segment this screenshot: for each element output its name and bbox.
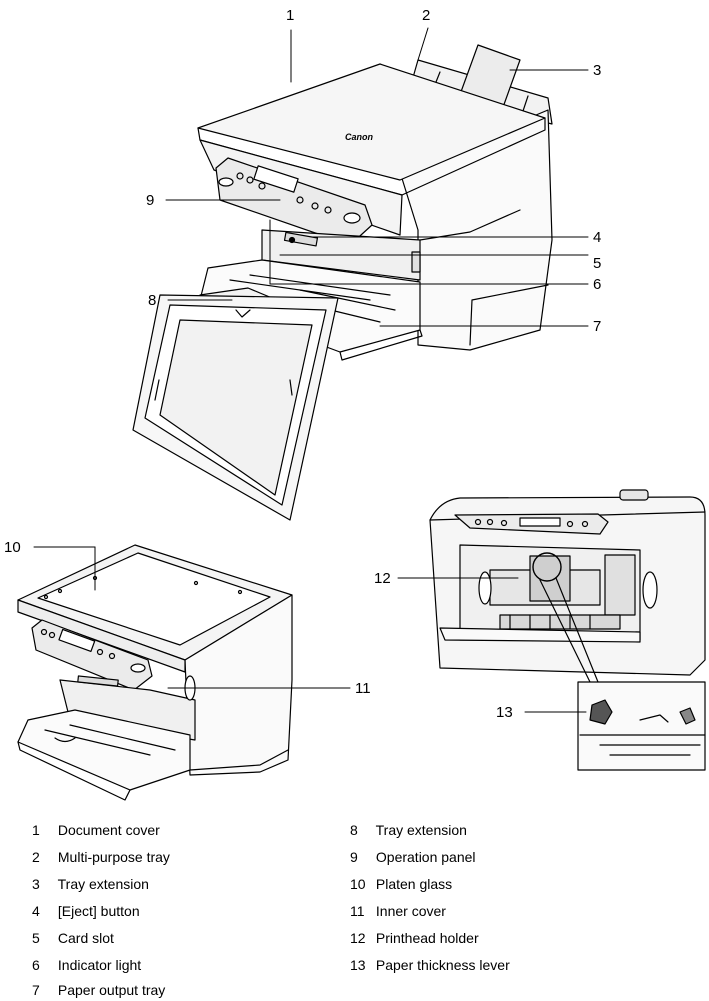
legend-number: 11 (350, 903, 365, 919)
callout-11: 11 (355, 680, 371, 697)
legend-number: 3 (32, 876, 40, 892)
printer-inside-view (429, 489, 706, 771)
callout-6: 6 (593, 276, 602, 293)
legend-number: 5 (32, 930, 40, 946)
legend-item: 1 Document cover (32, 822, 160, 838)
printer-open-view (17, 294, 339, 801)
legend-label: Platen glass (375, 876, 453, 892)
legend-item: 13 Paper thickness lever (350, 957, 510, 973)
legend-item: 4 [Eject] button (32, 903, 140, 919)
callout-12: 12 (374, 570, 391, 587)
callout-7: 7 (593, 318, 602, 335)
legend-label: Inner cover (375, 903, 446, 919)
callout-10: 10 (4, 539, 21, 556)
brand-logo: Canon (345, 132, 374, 142)
callout-3: 3 (593, 62, 602, 79)
legend-label: [Eject] button (57, 903, 140, 919)
legend-label: Operation panel (375, 849, 476, 865)
callout-9: 9 (146, 192, 155, 209)
callout-8: 8 (148, 292, 157, 309)
legend-item: 10 Platen glass (350, 876, 452, 892)
legend-item: 11 Inner cover (350, 903, 446, 919)
legend-number: 7 (32, 982, 40, 998)
legend-label: Paper output tray (57, 982, 166, 998)
leader-lines (33, 27, 589, 713)
legend-label: Tray extension (375, 822, 467, 838)
legend-number: 10 (350, 876, 366, 892)
callout-5: 5 (593, 255, 602, 272)
legend-number: 1 (32, 822, 40, 838)
callout-1: 1 (286, 7, 295, 24)
legend-number: 9 (350, 849, 358, 865)
legend-number: 2 (32, 849, 40, 865)
legend-number: 8 (350, 822, 358, 838)
callout-13: 13 (496, 704, 513, 721)
callout-2: 2 (422, 7, 431, 24)
legend-item: 3 Tray extension (32, 876, 149, 892)
legend-item: 6 Indicator light (32, 957, 141, 973)
legend-label: Tray extension (57, 876, 149, 892)
legend-label: Multi-purpose tray (57, 849, 170, 865)
detail-view-frame (577, 681, 706, 771)
legend-label: Printhead holder (375, 930, 479, 946)
legend-label: Document cover (57, 822, 160, 838)
legend-number: 13 (350, 957, 366, 973)
legend-item: 8 Tray extension (350, 822, 467, 838)
callout-4: 4 (593, 229, 602, 246)
legend-number: 12 (350, 930, 366, 946)
legend-item: 7 Paper output tray (32, 982, 165, 998)
legend-label: Paper thickness lever (375, 957, 510, 973)
legend-item: 9 Operation panel (350, 849, 476, 865)
printer-front-view: Canon (197, 44, 553, 361)
legend-label: Card slot (57, 930, 114, 946)
legend-item: 12 Printhead holder (350, 930, 479, 946)
legend-item: 5 Card slot (32, 930, 114, 946)
legend-item: 2 Multi-purpose tray (32, 849, 170, 865)
legend-number: 4 (32, 903, 40, 919)
legend-label: Indicator light (57, 957, 142, 973)
legend-number: 6 (32, 957, 40, 973)
